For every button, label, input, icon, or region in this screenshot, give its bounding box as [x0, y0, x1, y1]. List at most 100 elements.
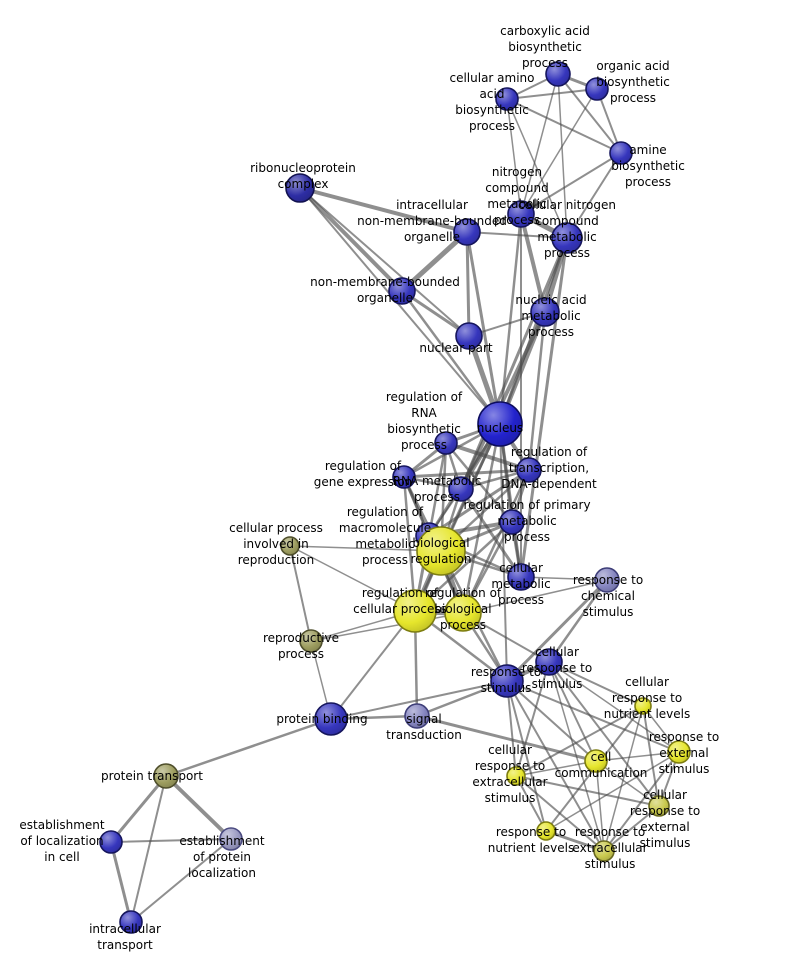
graph-edge-rs-rexc	[506, 680, 605, 852]
graph-node-pt[interactable]	[153, 763, 179, 789]
graph-node-rext[interactable]	[667, 740, 691, 764]
graph-edge-cc-st	[415, 714, 598, 763]
graph-node-crs[interactable]	[535, 648, 563, 676]
graph-node-epl[interactable]	[219, 827, 243, 851]
graph-edge-crs-crn	[548, 661, 644, 707]
graph-edge-nmbo-nu	[400, 289, 502, 426]
graph-edge-rs-rext	[506, 680, 680, 753]
graph-node-st[interactable]	[404, 703, 430, 729]
graph-edge-aa-oa	[506, 88, 598, 100]
graph-edge-rrb-rmm	[427, 441, 448, 538]
graph-edge-inmbo-np	[465, 230, 471, 338]
graph-edge-crs-cre	[515, 661, 550, 777]
graph-edge-crs-rext	[548, 661, 680, 753]
graph-edge-cn-cm	[519, 236, 569, 579]
graph-node-rcp[interactable]	[393, 589, 437, 633]
graph-node-nam[interactable]	[530, 297, 560, 327]
graph-node-it[interactable]	[119, 910, 143, 934]
graph-node-cpr[interactable]	[280, 536, 300, 556]
node-label-pb: protein binding	[276, 712, 367, 726]
graph-node-rm[interactable]	[448, 476, 474, 502]
graph-edge-nam-rtd	[527, 310, 547, 472]
graph-node-pb[interactable]	[314, 702, 348, 736]
graph-node-rtd[interactable]	[516, 457, 542, 483]
graph-node-crn[interactable]	[634, 697, 652, 715]
graph-edge-rm-cm	[459, 487, 523, 579]
graph-node-cre[interactable]	[506, 766, 526, 786]
graph-edge-pt-epl	[164, 774, 233, 841]
graph-node-br[interactable]	[416, 526, 466, 576]
graph-edge-rcs-rs	[505, 578, 609, 683]
graph-node-rge[interactable]	[392, 465, 416, 489]
graph-edge-am-cn	[566, 152, 622, 239]
graph-edge-aa-am	[506, 98, 622, 154]
graph-node-inmbo[interactable]	[453, 218, 481, 246]
graph-node-ca[interactable]	[545, 61, 571, 87]
graph-edge-rs-rn	[506, 680, 547, 832]
graph-node-rcs[interactable]	[594, 567, 620, 593]
graph-node-rn[interactable]	[536, 821, 556, 841]
graph-node-np[interactable]	[455, 322, 483, 350]
graph-edge-pt-it	[130, 775, 167, 923]
graph-node-oa[interactable]	[585, 77, 609, 101]
graph-edge-oa-nc	[520, 88, 598, 215]
graph-edge-rnp-inmbo	[298, 186, 469, 234]
graph-edge-cn-inmbo	[466, 231, 568, 239]
graph-edge-inmbo-nu	[465, 230, 502, 426]
graph-edge-cre-rexc	[515, 775, 605, 852]
graph-edge-rge-rtd	[402, 468, 531, 479]
graph-edge-rnp-nmbo	[298, 186, 404, 293]
graph-node-cn[interactable]	[551, 222, 583, 254]
graph-edge-epl-it	[130, 838, 232, 923]
graph-node-rexc[interactable]	[593, 840, 615, 862]
graph-node-rbp[interactable]	[444, 594, 482, 632]
graph-node-nu[interactable]	[477, 401, 523, 447]
graph-node-cc[interactable]	[584, 749, 608, 773]
graph-edge-rexc-crext	[603, 805, 660, 852]
graph-node-am[interactable]	[609, 141, 633, 165]
graph-edge-ca-cn	[557, 73, 568, 239]
graph-node-rpm[interactable]	[499, 509, 525, 535]
graph-node-nc[interactable]	[507, 200, 535, 228]
graph-edge-am-nc	[520, 152, 622, 215]
graph-edge-rcs-crs	[547, 578, 609, 664]
graph-edge-crs-crext	[548, 661, 660, 807]
graph-node-elc[interactable]	[99, 830, 123, 854]
graph-node-cm[interactable]	[507, 563, 535, 591]
graph-edge-pt-elc	[109, 774, 168, 844]
graph-node-nmbo[interactable]	[388, 277, 416, 305]
graph-edge-rcp-pb	[330, 610, 416, 720]
graph-node-aa[interactable]	[495, 87, 519, 111]
graph-node-rs[interactable]	[490, 664, 524, 698]
graph-node-crext[interactable]	[648, 795, 670, 817]
graph-node-rp[interactable]	[299, 629, 323, 653]
graph-edge-ca-am	[557, 73, 622, 154]
graph-node-rnp[interactable]	[285, 173, 315, 203]
graph-edge-cpr-rp	[289, 545, 312, 642]
graph-edge-rcp-cpr	[289, 545, 416, 612]
graph-node-rrb[interactable]	[434, 431, 458, 455]
graph-edge-crs-cc	[548, 661, 597, 762]
graph-edge-rrb-rtd	[444, 441, 531, 472]
